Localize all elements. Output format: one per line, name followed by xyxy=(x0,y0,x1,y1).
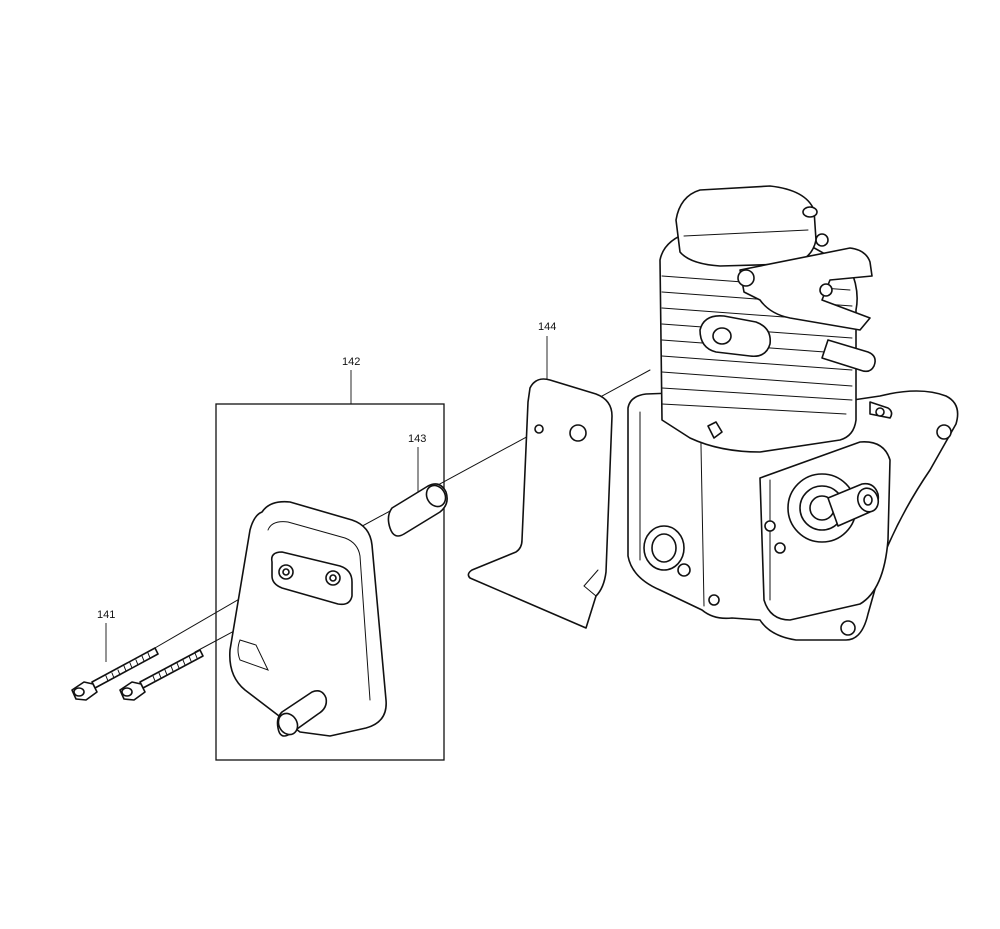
svg-text:142: 142 xyxy=(342,356,360,368)
muffler-142 xyxy=(228,500,387,737)
bolt-141-a xyxy=(71,647,159,701)
svg-text:143: 143 xyxy=(408,433,426,445)
callout-144[interactable]: 144 xyxy=(538,321,556,388)
engine-assembly xyxy=(627,185,959,641)
svg-text:141: 141 xyxy=(97,609,115,621)
callout-142[interactable]: 142 xyxy=(342,356,360,404)
kit-frame-142 xyxy=(215,403,445,761)
callout-141[interactable]: 141 xyxy=(97,609,115,662)
callout-143[interactable]: 143 xyxy=(408,433,426,495)
svg-text:144: 144 xyxy=(538,321,556,333)
bolt-141-b xyxy=(119,649,204,701)
sleeve-143 xyxy=(387,483,448,537)
heat-shield-144 xyxy=(467,378,613,629)
